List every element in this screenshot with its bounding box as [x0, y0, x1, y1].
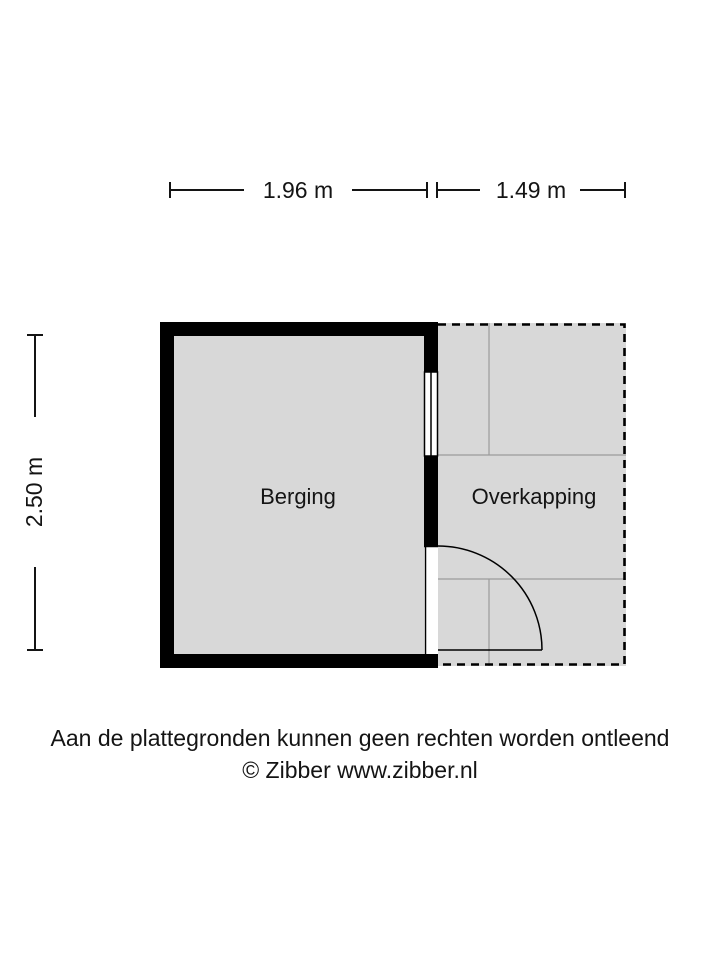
overkapping-dashed-outline: [438, 323, 626, 666]
berging-room-label: Berging: [260, 484, 336, 509]
door-swing-arc: [437, 545, 543, 651]
wall-top: [160, 322, 438, 336]
overkapping-room-label: Overkapping: [472, 484, 597, 509]
wall-left: [160, 322, 174, 668]
dim-top-left-label: 1.96 m: [263, 177, 333, 203]
overkapping-floor: [438, 323, 626, 666]
wall-right-upper: [424, 322, 438, 372]
wall-right-middle: [424, 456, 438, 546]
dim-top-right-label: 1.49 m: [496, 177, 566, 203]
wall-bottom: [160, 654, 438, 668]
disclaimer-text: Aan de plattegronden kunnen geen rechten…: [51, 725, 670, 751]
door-opening: [424, 546, 438, 654]
berging-floor: [174, 336, 424, 654]
dim-left-label: 2.50 m: [21, 457, 47, 527]
credit-text: © Zibber www.zibber.nl: [242, 757, 478, 783]
